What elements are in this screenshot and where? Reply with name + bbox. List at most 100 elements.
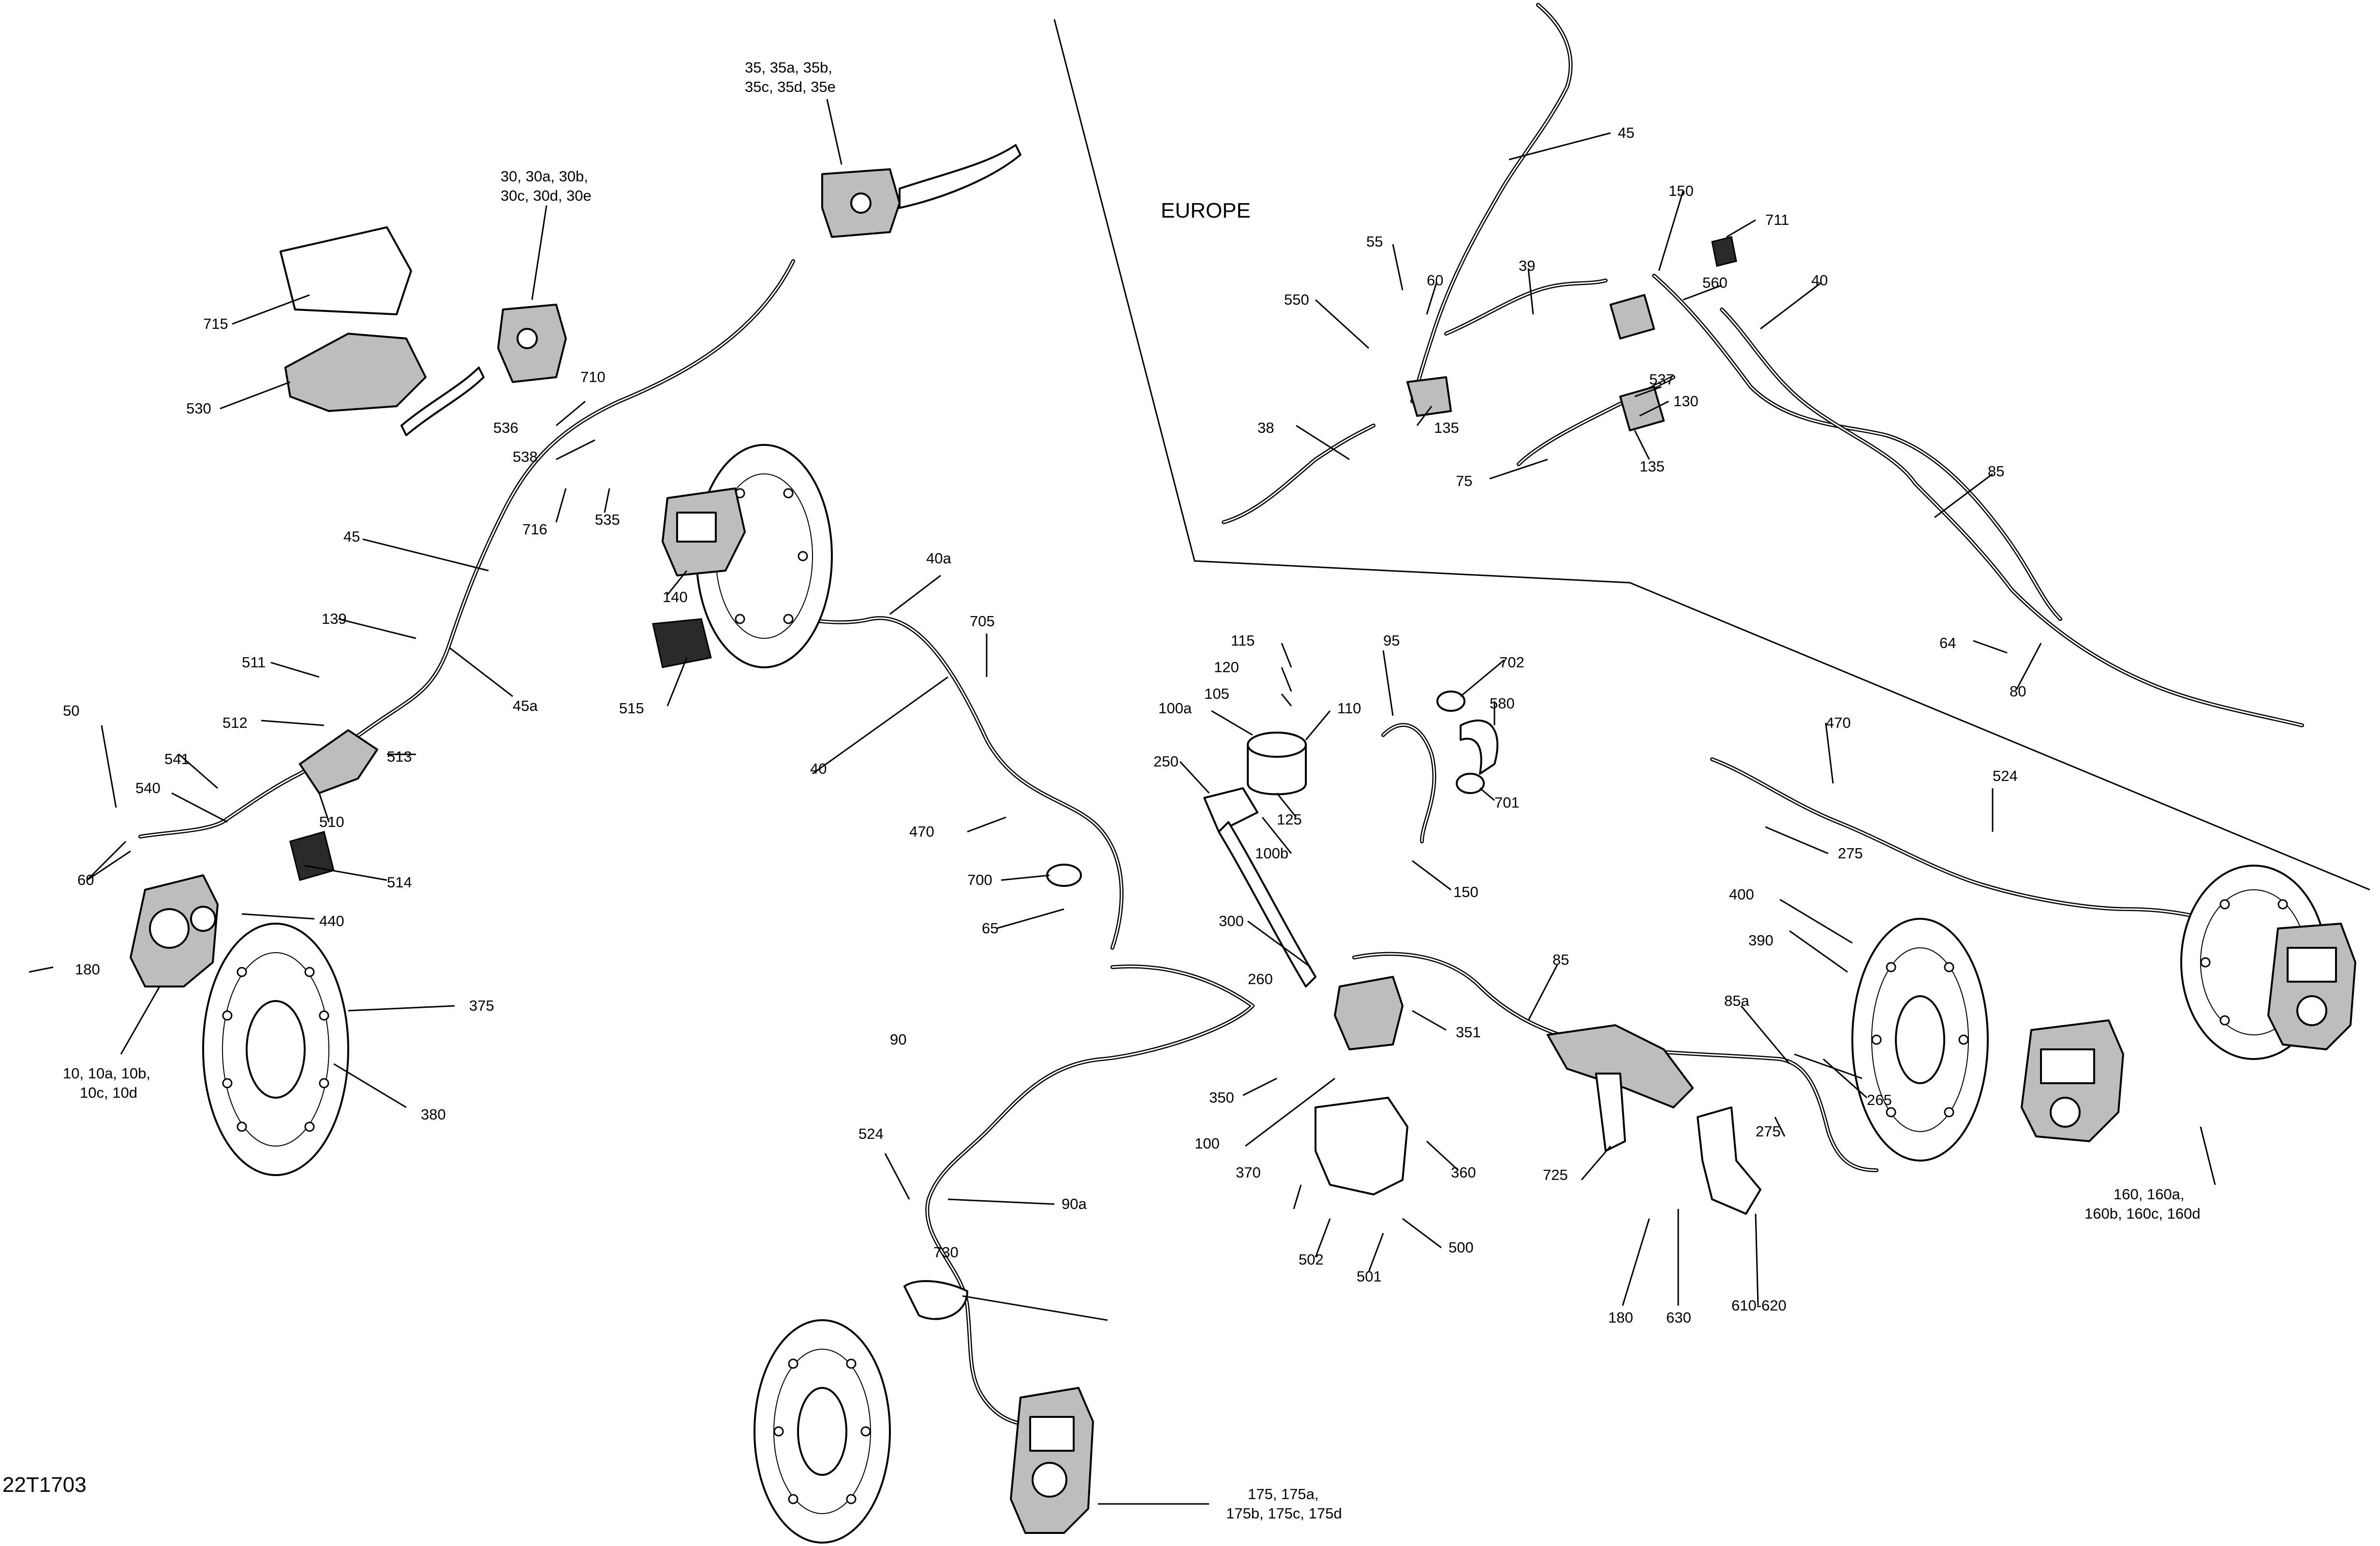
callout-45-left: 45: [343, 528, 360, 545]
brake-disc-rear-center: [754, 1319, 891, 1544]
brake-caliper-front-left: [130, 874, 219, 987]
callout-135a: 135: [1434, 419, 1459, 436]
callout-90: 90: [890, 1031, 906, 1048]
callout-513: 513: [387, 748, 412, 765]
callout-110: 110: [1337, 700, 1361, 717]
callout-502: 502: [1299, 1251, 1324, 1268]
callout-labels: 35, 35a, 35b, 35c, 35d, 35e 30, 30a, 30b…: [2, 59, 2201, 1522]
bracket-725: [1595, 1073, 1626, 1152]
callout-541: 541: [164, 751, 190, 767]
callout-60-left: 60: [77, 871, 94, 888]
callout-535: 535: [595, 511, 620, 528]
callout-511: 511: [242, 654, 266, 671]
europe-hydraulic-unit-b: [1610, 294, 1665, 431]
clamp-701: [1456, 773, 1485, 794]
callout-715: 715: [203, 315, 228, 332]
callout-125: 125: [1277, 811, 1302, 828]
callout-400: 400: [1729, 886, 1754, 903]
callout-630: 630: [1666, 1309, 1691, 1326]
callout-140: 140: [663, 589, 688, 605]
callout-85a: 85a: [1724, 992, 1749, 1009]
callout-160: 160, 160a,: [2114, 1186, 2185, 1203]
callout-175: 175, 175a,: [1248, 1486, 1319, 1502]
callout-560: 560: [1702, 274, 1728, 291]
callout-705: 705: [970, 613, 995, 630]
europe-hydraulic-unit-a: [1406, 376, 1452, 417]
callout-725: 725: [1543, 1166, 1568, 1183]
callout-35-cont: 35c, 35d, 35e: [745, 78, 836, 95]
callout-40a: 40a: [926, 550, 951, 567]
hose-95: [1381, 723, 1436, 843]
callout-80: 80: [2010, 683, 2026, 700]
callout-500: 500: [1449, 1239, 1474, 1256]
callout-115: 115: [1231, 632, 1255, 649]
callout-139: 139: [322, 610, 347, 627]
callout-39: 39: [1519, 257, 1535, 274]
callout-512: 512: [222, 714, 248, 731]
abs-module: [662, 487, 746, 576]
rear-mount-bracket: [1315, 1097, 1408, 1195]
cover-bracket-assembly: [280, 226, 427, 412]
callout-10: 10, 10a, 10b,: [63, 1065, 150, 1082]
callout-700: 700: [967, 871, 992, 888]
callout-60-top: 60: [1427, 272, 1443, 289]
callout-524-right: 524: [1993, 767, 2018, 784]
clamp-702: [1436, 691, 1465, 712]
callout-30-cont: 30c, 30d, 30e: [501, 187, 591, 204]
callout-370: 370: [1236, 1164, 1261, 1181]
drawing-id: 22T1703: [2, 1473, 87, 1497]
region-label-europe: EUROPE: [1161, 199, 1251, 222]
callout-470-mid: 470: [909, 823, 934, 840]
callout-175-cont: 175b, 175c, 175d: [1226, 1505, 1342, 1522]
callout-536: 536: [493, 419, 518, 436]
brake-pedal: [1203, 787, 1316, 987]
callout-350: 350: [1209, 1089, 1234, 1106]
clamp-700: [1046, 864, 1082, 887]
callout-380: 380: [421, 1106, 446, 1123]
callout-470-right: 470: [1826, 714, 1851, 731]
callout-275b: 275: [1756, 1123, 1781, 1140]
callout-514: 514: [387, 874, 412, 891]
rear-master-cylinder: [1334, 976, 1404, 1050]
callout-100b: 100b: [1255, 845, 1288, 862]
callout-65: 65: [982, 920, 998, 937]
callout-180-left: 180: [75, 961, 100, 978]
callout-40-top: 40: [1811, 272, 1828, 289]
heat-shield-bracket: [1547, 1024, 1694, 1108]
callout-85-mid: 85: [1552, 951, 1569, 968]
europe-region-outline: [1053, 19, 2370, 891]
callout-75: 75: [1456, 472, 1472, 489]
brake-caliper-rear: [1010, 1387, 1094, 1534]
callout-730: 730: [933, 1244, 959, 1261]
callout-440: 440: [319, 913, 344, 929]
callout-375: 375: [469, 997, 494, 1014]
rear-reservoir: [1247, 732, 1307, 795]
callout-55: 55: [1366, 233, 1383, 250]
callout-702: 702: [1499, 654, 1524, 671]
callout-135b: 135: [1640, 458, 1665, 475]
callout-10-cont: 10c, 10d: [80, 1084, 137, 1101]
callout-180-bot: 180: [1608, 1309, 1633, 1326]
callout-580: 580: [1490, 695, 1515, 712]
callout-30: 30, 30a, 30b,: [501, 168, 588, 185]
callout-537: 537: [1649, 371, 1674, 388]
callout-711: 711: [1765, 211, 1789, 228]
callout-150-top: 150: [1669, 182, 1694, 199]
callout-130: 130: [1673, 393, 1699, 410]
rear-bracket-610: [1697, 1106, 1761, 1215]
callout-351: 351: [1456, 1024, 1481, 1041]
callout-710: 710: [580, 368, 606, 385]
brake-caliper-rear-right: [2021, 1019, 2124, 1142]
brake-disc-front-left: [202, 923, 349, 1176]
callout-716: 716: [522, 521, 547, 538]
callout-50: 50: [63, 702, 79, 719]
callout-300: 300: [1219, 913, 1244, 929]
callout-85-top: 85: [1988, 463, 2004, 480]
callout-538: 538: [513, 448, 538, 465]
hose-580: [1460, 719, 1499, 775]
leader-lines: [29, 99, 2216, 1505]
callout-160-cont: 160b, 160c, 160d: [2084, 1205, 2201, 1222]
callout-120: 120: [1214, 659, 1239, 676]
callout-45-top: 45: [1618, 124, 1634, 141]
